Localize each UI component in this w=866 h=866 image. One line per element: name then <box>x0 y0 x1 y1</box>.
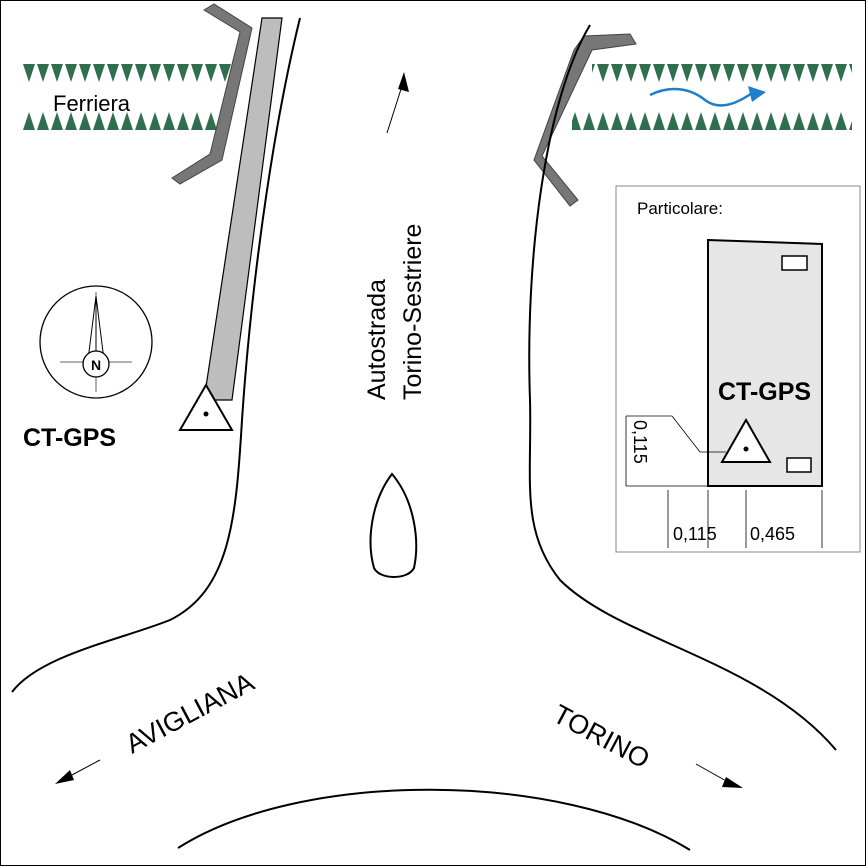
detail-building <box>707 238 823 487</box>
detail-dim-right: 0,465 <box>750 524 795 544</box>
highway-label-line1: Autostrada <box>363 279 391 400</box>
detail-inset: Particolare: CT-GPS 0,115 0,115 0,465 <box>615 185 861 553</box>
detail-marker-bottom <box>786 457 812 473</box>
torino-arrow <box>695 763 743 788</box>
highway-label-line2: Torino-Sestriere <box>399 224 427 400</box>
compass-rose: N <box>39 285 153 399</box>
gps-station-label: CT-GPS <box>23 424 116 452</box>
bridge-rail-left <box>171 3 253 185</box>
ferriera-label: Ferriera <box>53 91 131 116</box>
road-edge-left <box>11 17 301 693</box>
detail-dim-vertical: 0,115 <box>630 420 650 464</box>
river-bank-left <box>22 64 232 132</box>
compass-north-letter: N <box>91 357 101 373</box>
detail-inset-title: Particolare: <box>637 199 723 218</box>
detail-dim-left: 0,115 <box>673 524 717 544</box>
detail-marker-top <box>781 255 808 271</box>
river-bank-right <box>572 64 852 132</box>
road-strip <box>203 17 283 401</box>
river-flow-arrow <box>649 86 766 107</box>
torino-label: TORINO <box>548 699 654 775</box>
gps-station-marker <box>178 383 234 431</box>
traffic-island <box>369 472 418 578</box>
avigliana-arrow <box>55 759 101 784</box>
highway-direction-arrow <box>386 72 409 134</box>
detail-station-label: CT-GPS <box>718 378 811 406</box>
road-edge-bottom <box>177 788 691 851</box>
avigliana-label: AVIGLIANA <box>121 667 259 759</box>
road-edge-right <box>528 24 837 751</box>
detail-gps-marker <box>720 417 772 463</box>
